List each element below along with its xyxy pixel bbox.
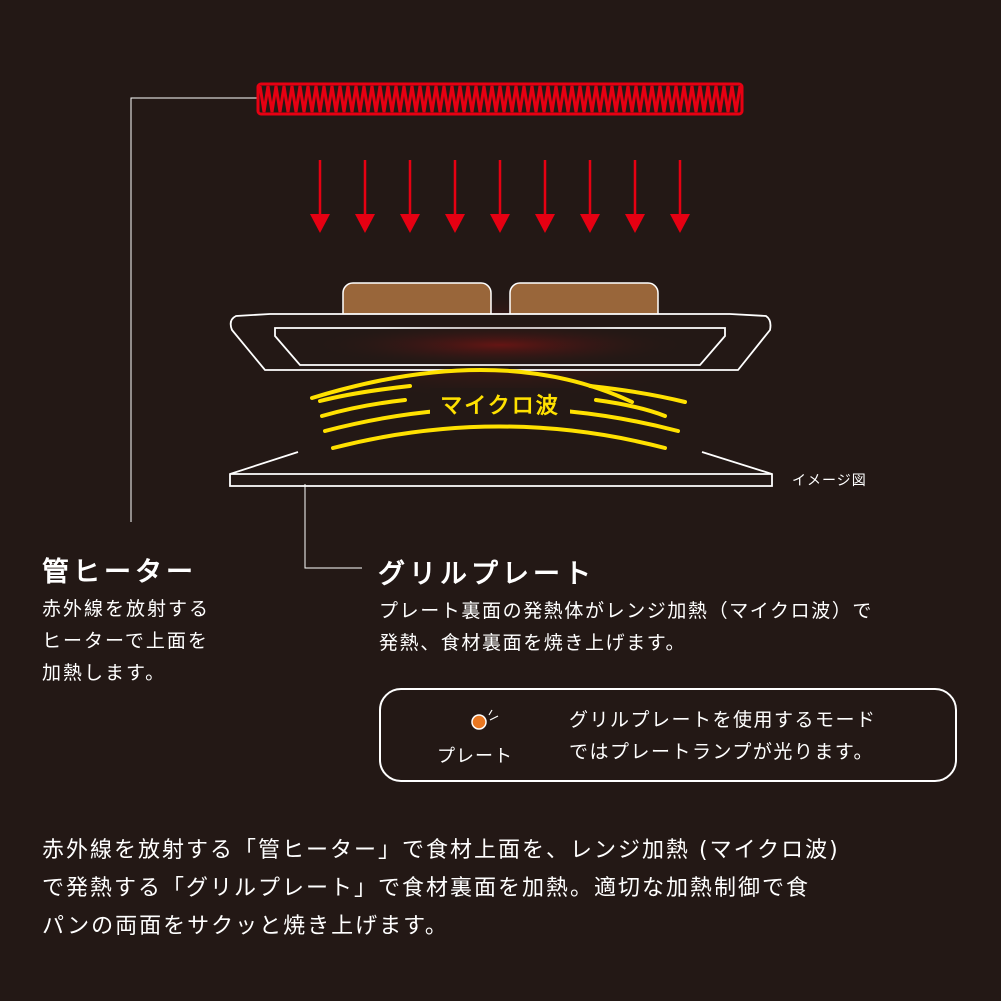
lamp-label: プレート (437, 746, 513, 767)
infrared-arrow (490, 160, 510, 233)
plate-lamp-note: プレート グリルプレートを使用するモード ではプレートランプが光ります。 (379, 688, 957, 782)
infrared-arrow (580, 160, 600, 233)
oven-floor (229, 451, 773, 487)
infrared-arrow (445, 160, 465, 233)
infrared-arrow (535, 160, 555, 233)
infrared-arrows (310, 160, 690, 233)
infrared-arrow (355, 160, 375, 233)
plate-leader-line (304, 484, 362, 569)
heater-description: 赤外線を放射する ヒーターで上面を 加熱します。 (42, 598, 211, 684)
grill-plate-title: グリルプレート (378, 559, 595, 590)
footer-description: 赤外線を放射する「管ヒーター」で食材上面を、レンジ加熱 (マイクロ波) で発熱す… (42, 838, 840, 939)
lamp-lit-icon (471, 709, 499, 730)
infrared-arrow (625, 160, 645, 233)
microwave-label: マイクロ波 (430, 388, 570, 420)
infrared-arrow (670, 160, 690, 233)
image-note: イメージ図 (792, 473, 867, 489)
heater-title: 管ヒーター (42, 557, 197, 588)
grill-plate-description: プレート裏面の発熱体がレンジ加熱（マイクロ波）で 発熱、食材裏面を焼き上げます。 (379, 600, 874, 654)
infrared-arrow (400, 160, 420, 233)
heater-coil-icon (256, 82, 744, 116)
heater-leader-line (130, 97, 258, 522)
infrared-arrow (310, 160, 330, 233)
